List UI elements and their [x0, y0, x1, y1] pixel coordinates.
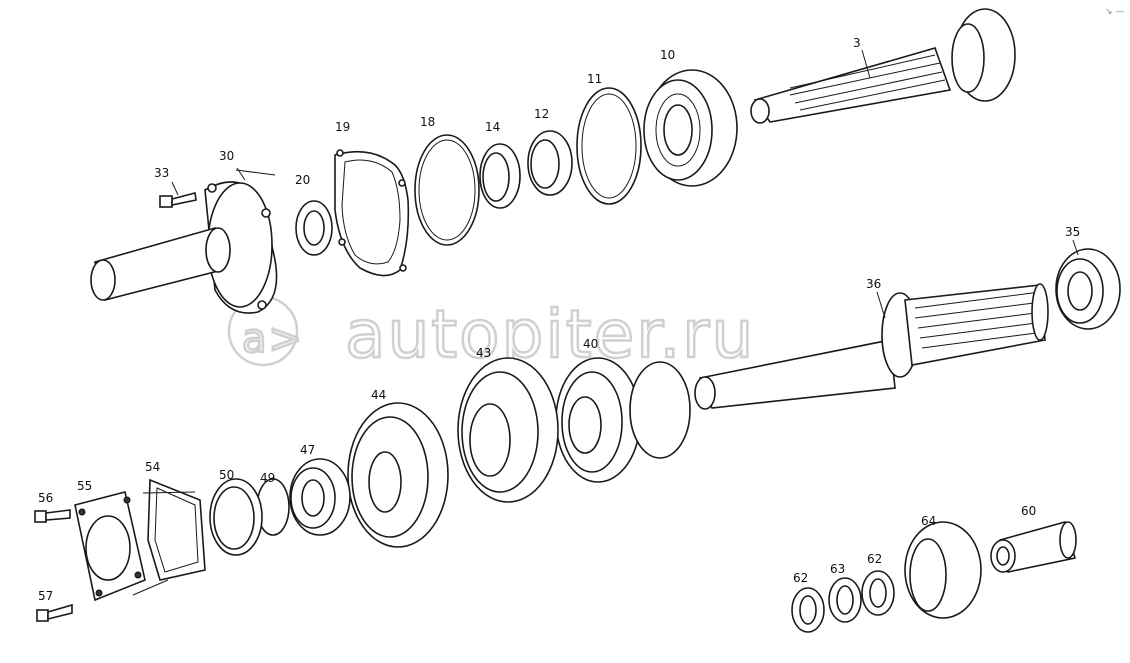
part-50-ring — [209, 478, 263, 556]
part-60-sleeve — [990, 521, 1077, 573]
callout-36: 36 — [866, 277, 881, 291]
callout-20: 20 — [295, 173, 310, 187]
callout-49: 49 — [260, 471, 275, 485]
part-64-gear — [904, 521, 982, 619]
part-18-inner — [418, 139, 476, 241]
callout-54: 54 — [145, 460, 160, 474]
part-44-gear — [347, 402, 449, 548]
callout-60: 60 — [1021, 504, 1036, 518]
part-57-bolt — [36, 603, 73, 622]
watermark: a> autopiter.ru — [227, 295, 755, 374]
part-63-needle-bearing — [828, 577, 862, 623]
part-56-bolt — [34, 509, 71, 523]
callout-19: 19 — [335, 120, 350, 134]
callout-47: 47 — [300, 443, 315, 457]
watermark-text: autopiter.ru — [345, 296, 755, 373]
part-14-ring — [479, 143, 521, 209]
part-30-cover — [90, 181, 278, 314]
callout-33: 33 — [154, 166, 169, 180]
watermark-glyph: a> — [242, 316, 304, 362]
part-47-bearing — [289, 458, 351, 536]
callout-labels: 3 10 11 12 14 18 19 20 30 33 35 36 40 43… — [38, 36, 1080, 603]
part-3-input-shaft — [750, 8, 1016, 124]
callout-62-right: 62 — [867, 552, 882, 566]
callout-50: 50 — [219, 468, 234, 482]
part-40-gear — [555, 357, 691, 483]
part-55-end-cover — [74, 491, 146, 602]
callout-14: 14 — [485, 120, 500, 134]
leader-lines — [132, 49, 1079, 596]
part-10-bearing — [643, 69, 738, 187]
callout-62-left: 62 — [793, 571, 808, 585]
callout-35: 35 — [1065, 225, 1080, 239]
part-12-ring — [527, 130, 573, 196]
part-62-needle-bearing-left — [791, 587, 825, 633]
callout-55: 55 — [77, 479, 92, 493]
corner-mark: ↘ — — [1105, 7, 1124, 17]
callout-43: 43 — [476, 346, 491, 360]
callout-10: 10 — [660, 48, 675, 62]
callout-30: 30 — [219, 149, 234, 163]
part-43-gear — [457, 357, 559, 503]
callout-18: 18 — [420, 115, 435, 129]
callout-63: 63 — [830, 562, 845, 576]
part-18-o-ring — [414, 134, 480, 246]
callout-44: 44 — [371, 388, 386, 402]
callout-57: 57 — [38, 589, 53, 603]
part-20-seal — [295, 200, 333, 256]
part-36-countershaft — [694, 283, 1049, 410]
part-35-bearing — [1055, 248, 1121, 330]
callout-3: 3 — [853, 36, 861, 50]
callout-12: 12 — [534, 107, 549, 121]
part-54-gasket — [147, 478, 206, 581]
callout-64: 64 — [921, 514, 936, 528]
part-11-snap-ring — [576, 87, 642, 205]
part-33-bolt — [159, 191, 197, 208]
part-11-inner — [581, 93, 637, 199]
callout-11: 11 — [587, 72, 602, 86]
callout-56: 56 — [38, 491, 53, 505]
part-62-needle-bearing-right — [861, 570, 895, 616]
part-19-gasket — [334, 149, 410, 277]
callout-40: 40 — [583, 337, 598, 351]
